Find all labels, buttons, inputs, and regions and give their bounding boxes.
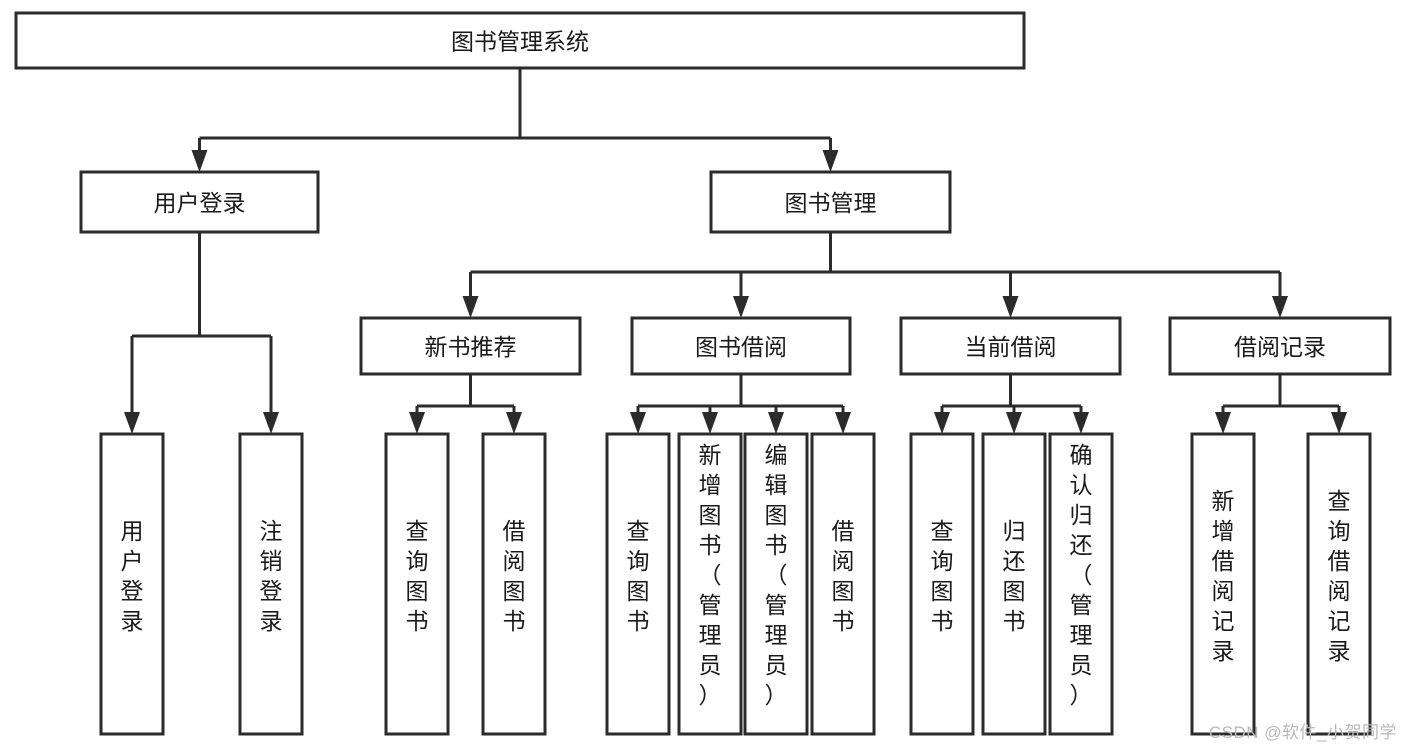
node-box — [709, 170, 952, 234]
arrow-head-icon — [1272, 296, 1288, 318]
connector-group-borrow-record — [1215, 374, 1347, 434]
node-label: 当前借阅 — [965, 334, 1057, 360]
arrow-head-icon — [1215, 412, 1231, 434]
arrow-head-icon — [124, 412, 140, 434]
node-box — [743, 432, 809, 736]
connector-group-current-borrow — [934, 374, 1089, 434]
arrow-head-icon — [1331, 412, 1347, 434]
arrow-head-icon — [1073, 412, 1089, 434]
node-label: 查询借阅记录 — [1328, 488, 1351, 664]
node-label: 新增图书（管理员） — [699, 442, 722, 708]
arrow-head-icon — [733, 296, 749, 318]
node-label: 图书管理 — [785, 190, 877, 216]
arrow-head-icon — [934, 412, 950, 434]
connector-group-user-login — [124, 232, 279, 434]
node-box — [981, 432, 1047, 736]
arrow-head-icon — [263, 412, 279, 434]
node-leaf-add-record[interactable]: 新增借阅记录 — [1190, 432, 1256, 736]
node-label: 用户登录 — [154, 190, 246, 216]
node-box — [359, 316, 582, 376]
connector-group-root — [191, 68, 839, 172]
node-box — [1190, 432, 1256, 736]
node-box — [810, 432, 876, 736]
node-label: 查询图书 — [931, 518, 954, 634]
node-box — [384, 432, 450, 736]
connector-layer — [124, 68, 1347, 434]
node-box — [677, 432, 743, 736]
arrow-head-icon — [835, 412, 851, 434]
node-leaf-query-book-1[interactable]: 查询图书 — [384, 432, 450, 736]
node-box — [605, 432, 671, 736]
node-leaf-add-book[interactable]: 新增图书（管理员） — [677, 432, 743, 736]
node-label: 用户登录 — [121, 518, 144, 634]
node-label: 图书借阅 — [695, 334, 787, 360]
arrow-head-icon — [702, 412, 718, 434]
node-current-borrow[interactable]: 当前借阅 — [899, 316, 1122, 376]
node-leaf-query-record[interactable]: 查询借阅记录 — [1306, 432, 1372, 736]
node-layer: 图书管理系统用户登录图书管理新书推荐图书借阅当前借阅借阅记录用户登录注销登录查询… — [14, 11, 1392, 736]
node-box — [481, 432, 547, 736]
arrow-head-icon — [462, 296, 479, 318]
node-leaf-borrow-book-2[interactable]: 借阅图书 — [810, 432, 876, 736]
node-label: 借阅图书 — [503, 518, 526, 634]
node-leaf-edit-book[interactable]: 编辑图书（管理员） — [743, 432, 809, 736]
node-leaf-query-book-2[interactable]: 查询图书 — [605, 432, 671, 736]
arrow-head-icon — [409, 412, 425, 434]
node-leaf-logout[interactable]: 注销登录 — [238, 432, 304, 736]
node-leaf-borrow-book-1[interactable]: 借阅图书 — [481, 432, 547, 736]
node-box — [1168, 316, 1392, 376]
node-label: 新书推荐 — [425, 334, 517, 360]
node-root[interactable]: 图书管理系统 — [14, 11, 1026, 70]
node-label: 借阅记录 — [1234, 334, 1326, 360]
node-user-login[interactable]: 用户登录 — [79, 170, 320, 234]
node-borrow-record[interactable]: 借阅记录 — [1168, 316, 1392, 376]
node-new-book-rec[interactable]: 新书推荐 — [359, 316, 582, 376]
node-label: 编辑图书（管理员） — [765, 442, 788, 708]
arrow-head-icon — [1002, 296, 1019, 318]
arrow-head-icon — [822, 150, 839, 172]
node-box — [14, 11, 1026, 70]
node-leaf-confirm-return[interactable]: 确认归还（管理员） — [1048, 432, 1114, 736]
node-label: 新增借阅记录 — [1212, 488, 1235, 664]
node-label: 注销登录 — [260, 518, 283, 634]
arrow-head-icon — [1006, 412, 1022, 434]
connector-group-book-manage — [462, 232, 1288, 318]
connector-group-new-book-rec — [409, 374, 522, 434]
node-leaf-return-book[interactable]: 归还图书 — [981, 432, 1047, 736]
node-book-manage[interactable]: 图书管理 — [709, 170, 952, 234]
node-box — [79, 170, 320, 234]
node-label: 确认归还（管理员） — [1070, 442, 1093, 708]
node-book-borrow[interactable]: 图书借阅 — [630, 316, 852, 376]
node-box — [1048, 432, 1114, 736]
node-label: 归还图书 — [1003, 518, 1026, 634]
node-box — [1306, 432, 1372, 736]
connector-group-book-borrow — [630, 374, 851, 434]
node-label: 查询图书 — [627, 518, 650, 634]
node-leaf-user-login[interactable]: 用户登录 — [99, 432, 165, 736]
arrow-head-icon — [191, 150, 208, 172]
node-label: 查询图书 — [406, 518, 429, 634]
arrow-head-icon — [506, 412, 522, 434]
node-box — [238, 432, 304, 736]
node-label: 借阅图书 — [832, 518, 855, 634]
arrow-head-icon — [768, 412, 784, 434]
node-label: 图书管理系统 — [451, 29, 589, 55]
node-box — [909, 432, 975, 736]
node-leaf-query-book-3[interactable]: 查询图书 — [909, 432, 975, 736]
node-box — [899, 316, 1122, 376]
node-box — [99, 432, 165, 736]
arrow-head-icon — [630, 412, 646, 434]
node-box — [630, 316, 852, 376]
